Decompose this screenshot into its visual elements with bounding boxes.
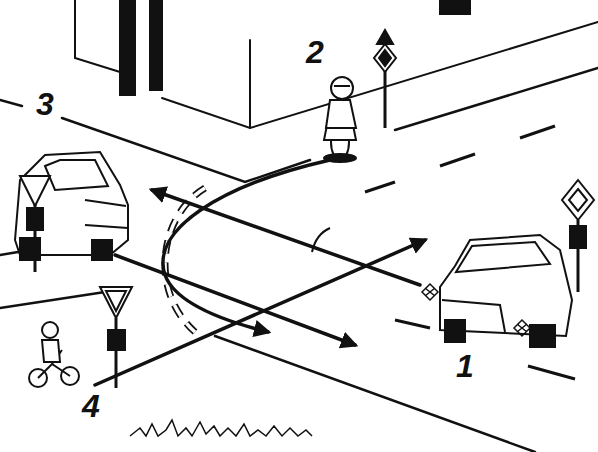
sign-post <box>384 70 387 128</box>
movement-arrows <box>95 160 425 385</box>
shadow <box>324 154 356 162</box>
curb-line <box>0 292 105 308</box>
yield-sign <box>20 176 50 206</box>
car-front <box>85 200 128 228</box>
building-edge <box>75 0 120 72</box>
curb-line <box>0 100 22 106</box>
lane-dash <box>528 366 575 379</box>
car-wheel <box>92 240 112 260</box>
turn-path-dashed <box>165 188 330 332</box>
sign-at-two <box>374 30 396 128</box>
car-one <box>422 235 572 347</box>
lane-dash <box>440 154 475 166</box>
arrow-sign <box>377 30 393 44</box>
rider-body <box>42 340 60 362</box>
car-wheel <box>20 238 40 260</box>
priority-sign <box>374 44 396 72</box>
indicator-light <box>422 284 438 300</box>
road-curbs <box>0 68 598 452</box>
sign-plate <box>27 208 43 230</box>
callout-number: 4 <box>82 390 100 422</box>
car-wheel <box>530 325 555 347</box>
indicator-light <box>514 320 530 336</box>
rider-head <box>42 322 58 338</box>
callout-number: 2 <box>306 36 324 68</box>
sign-at-four <box>100 287 132 388</box>
movement-arrow <box>152 190 420 285</box>
buildings <box>75 0 598 128</box>
car-window <box>456 242 550 272</box>
priority-sign-inner <box>379 50 391 66</box>
lane-dash <box>365 182 395 192</box>
car-three <box>15 152 128 260</box>
priority-sign <box>562 180 594 220</box>
sign-plate <box>108 330 125 350</box>
curb-line <box>395 68 598 130</box>
motorcycle-two <box>324 77 356 162</box>
car-window <box>45 160 108 190</box>
movement-arrow <box>95 240 425 385</box>
callout-number: 1 <box>456 350 474 382</box>
rider-helmet <box>331 77 353 99</box>
building-base <box>162 22 598 128</box>
sign-at-car-three <box>20 176 50 272</box>
helmet-visor <box>334 85 350 87</box>
car-wheel <box>445 320 465 342</box>
sign-post <box>115 318 118 388</box>
lane-dash <box>395 320 430 328</box>
building-corner <box>249 40 251 128</box>
building-pillar <box>150 0 162 90</box>
building-pillar <box>120 0 135 95</box>
bicycle-four <box>29 322 79 387</box>
priority-sign-inner <box>569 189 587 211</box>
yield-sign-inner <box>106 291 126 311</box>
sign-at-one <box>562 180 594 292</box>
rider-body <box>326 100 356 128</box>
movement-arrow <box>115 255 355 345</box>
grass-tuft <box>130 420 312 436</box>
building-block <box>440 0 470 14</box>
sign-plate <box>570 226 586 248</box>
yield-sign <box>100 287 132 318</box>
callout-number: 3 <box>36 88 54 120</box>
lane-dash <box>520 126 555 138</box>
u-turn-arrow <box>163 160 330 332</box>
